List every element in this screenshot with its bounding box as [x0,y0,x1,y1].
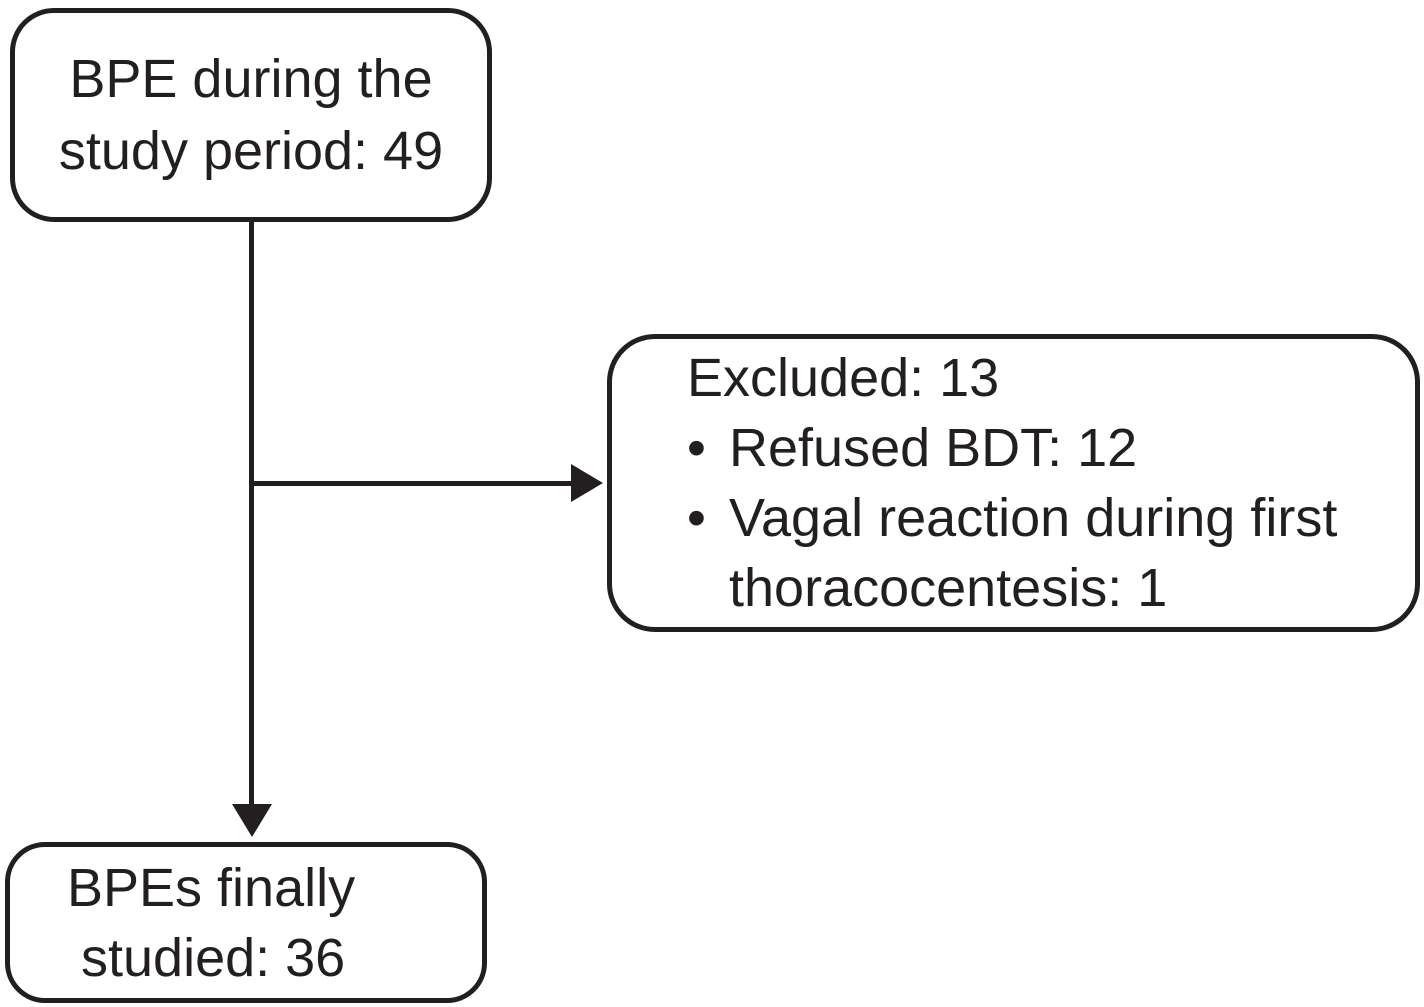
node-bpe-studied-line2: studied: 36 [81,927,346,988]
node-bpe-studied-line1: BPEs finally [67,857,356,918]
node-excluded: Excluded: 13 • Refused BDT: 12 • Vagal r… [607,334,1420,632]
node-bpe-total-line1: BPE during the [69,49,433,109]
node-bpe-total-line2: study period: 49 [58,121,444,181]
node-bpe-studied: BPEs finally studied: 36 [5,842,487,1003]
excluded-bullet-text: Refused BDT: 12 [729,418,1138,478]
arrowhead-right-icon [571,464,603,502]
node-bpe-total: BPE during the study period: 49 [10,8,492,222]
connector-vertical-line [249,220,254,805]
excluded-bullet-item: • Refused BDT: 12 [687,413,1391,483]
arrowhead-down-icon [232,804,272,837]
bullet-icon: • [687,418,706,478]
excluded-bullet-text: Vagal reaction during first thoracocente… [729,488,1338,618]
bullet-icon: • [687,488,706,548]
connector-horizontal-line [250,481,572,486]
excluded-title: Excluded: 13 [687,348,1000,408]
excluded-bullet-item: • Vagal reaction during first thoracocen… [687,483,1391,623]
